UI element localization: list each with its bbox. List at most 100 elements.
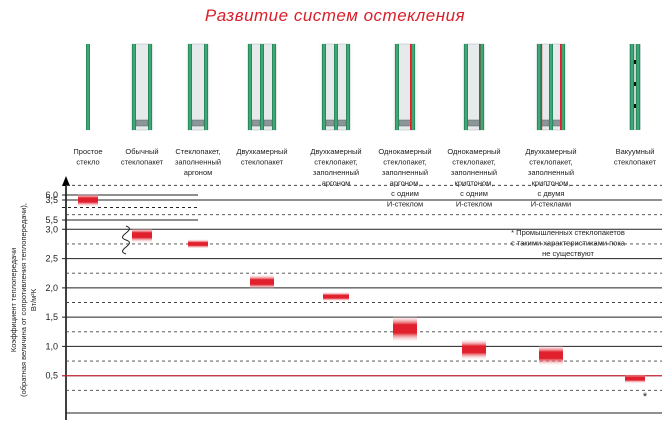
category-label-7: криптоном, bbox=[455, 179, 494, 188]
glass-spacer-5a bbox=[325, 119, 335, 127]
category-label-1: Простое bbox=[73, 147, 102, 156]
category-label-9: стеклопакет bbox=[614, 158, 657, 167]
glass-pane-2a bbox=[132, 44, 136, 130]
glass-pane-6b bbox=[411, 44, 415, 130]
footnote-marker: * bbox=[643, 391, 648, 403]
range-bar-1 bbox=[78, 193, 98, 207]
glass-spacer-6 bbox=[398, 119, 412, 127]
glass-pane-2b bbox=[148, 44, 152, 130]
category-label-2: стеклопакет bbox=[121, 158, 164, 167]
category-label-3: аргоном bbox=[184, 168, 213, 177]
y-axis-label: (обратная величина от сопротивления тепл… bbox=[19, 203, 28, 397]
y-axis-label: Вт/м²К bbox=[29, 288, 38, 311]
y-axis-arrow bbox=[62, 176, 70, 186]
category-label-9: Вакуумный bbox=[616, 147, 655, 156]
glass-pane-4a bbox=[248, 44, 252, 130]
y-tick-label: 6,0 bbox=[45, 190, 58, 200]
y-tick-label: 2,0 bbox=[45, 283, 58, 293]
y-axis-label: Коэффициент теплопередачи bbox=[9, 248, 18, 352]
category-label-8: И-стеклами bbox=[531, 200, 571, 209]
category-label-8: Двухкамерный bbox=[525, 147, 576, 156]
category-label-5: аргоном bbox=[322, 179, 351, 188]
low-e-coating-8b bbox=[560, 44, 562, 130]
glass-pane-9a bbox=[630, 44, 634, 130]
category-label-3: заполненный bbox=[175, 158, 221, 167]
glass-pane-4c bbox=[272, 44, 276, 130]
category-label-8: заполненный bbox=[528, 168, 574, 177]
glass-pane-7b bbox=[480, 44, 484, 130]
glass-spacer-5b bbox=[337, 119, 347, 127]
footnote-line: с такими характеристиками пока bbox=[511, 239, 626, 248]
range-bar-8 bbox=[539, 344, 563, 367]
category-label-4: стеклопакет bbox=[241, 158, 284, 167]
glass-pane-6a bbox=[395, 44, 399, 130]
vacuum-spacer-dot bbox=[634, 60, 636, 64]
range-bar-3 bbox=[188, 239, 208, 249]
y-axis-label-group: Коэффициент теплопередачи(обратная велич… bbox=[9, 203, 38, 397]
glass-spacer-8b bbox=[552, 119, 562, 127]
category-label-8: криптоном, bbox=[532, 179, 571, 188]
y-tick-label: 3,5 bbox=[45, 195, 58, 205]
footnote-line: * Промышленных стеклопакетов bbox=[511, 228, 625, 237]
y-tick-label: 1,5 bbox=[45, 312, 58, 322]
glass-pane-8a bbox=[537, 44, 541, 130]
category-label-5: Двухкамерный bbox=[310, 147, 361, 156]
category-label-6: аргоном, bbox=[390, 179, 421, 188]
category-label-1: стекло bbox=[76, 158, 99, 167]
category-label-7: Однокамерный bbox=[447, 147, 500, 156]
footnote-line: не существуют bbox=[542, 249, 594, 258]
category-label-8: стеклопакет, bbox=[529, 158, 572, 167]
category-label-7: стеклопакет, bbox=[452, 158, 495, 167]
glass-pane-5b bbox=[334, 44, 338, 130]
chart-title: Развитие систем остекления bbox=[204, 6, 466, 25]
low-e-coating-8a bbox=[541, 44, 543, 130]
category-label-7: И-стеклом bbox=[456, 200, 492, 209]
category-label-5: стеклопакет, bbox=[314, 158, 357, 167]
category-label-6: заполненный bbox=[382, 168, 428, 177]
category-label-7: с одним bbox=[460, 189, 488, 198]
category-label-6: с одним bbox=[391, 189, 419, 198]
category-label-5: заполненный bbox=[313, 168, 359, 177]
glass-pane-8b bbox=[549, 44, 553, 130]
category-label-7: заполненный bbox=[451, 168, 497, 177]
y-tick-label: 5,5 bbox=[45, 215, 58, 225]
range-bar-7 bbox=[462, 338, 486, 361]
glass-pane-3b bbox=[204, 44, 208, 130]
glass-pane-8c bbox=[561, 44, 565, 130]
range-bar-9 bbox=[625, 373, 645, 384]
category-label-4: Двухкамерный bbox=[236, 147, 287, 156]
range-bar-6 bbox=[393, 315, 417, 343]
category-label-6: Однокамерный bbox=[378, 147, 431, 156]
glass-pane-5c bbox=[346, 44, 350, 130]
y-tick-label: 0,5 bbox=[45, 371, 58, 381]
glass-pane-7a bbox=[464, 44, 468, 130]
category-label-6: стеклопакет, bbox=[383, 158, 426, 167]
glass-spacer-2 bbox=[135, 119, 149, 127]
y-tick-label: 2,5 bbox=[45, 254, 58, 264]
range-bar-2 bbox=[132, 227, 152, 244]
category-label-3: Стеклопакет, bbox=[175, 147, 220, 156]
category-label-8: с двумя bbox=[538, 189, 565, 198]
glass-pane-1 bbox=[86, 44, 90, 130]
vacuum-spacer-dot bbox=[634, 104, 636, 108]
glass-pane-4b bbox=[260, 44, 264, 130]
glass-spacer-3 bbox=[191, 119, 205, 127]
range-bar-4 bbox=[250, 274, 274, 290]
category-label-6: И-стеклом bbox=[387, 200, 423, 209]
range-bar-5 bbox=[323, 291, 349, 302]
vacuum-spacer-dot bbox=[634, 82, 636, 86]
glass-spacer-4a bbox=[251, 119, 261, 127]
axis-break-mark bbox=[122, 225, 130, 255]
y-tick-label: 3,0 bbox=[45, 224, 58, 234]
glass-pane-9b bbox=[636, 44, 640, 130]
low-e-coating-7 bbox=[479, 44, 481, 130]
glass-pane-5a bbox=[322, 44, 326, 130]
glass-spacer-7 bbox=[467, 119, 481, 127]
glass-pane-3a bbox=[188, 44, 192, 130]
category-label-2: Обычный bbox=[125, 147, 158, 156]
y-tick-label: 1,0 bbox=[45, 341, 58, 351]
glass-spacer-4b bbox=[263, 119, 273, 127]
low-e-coating-6 bbox=[410, 44, 412, 130]
